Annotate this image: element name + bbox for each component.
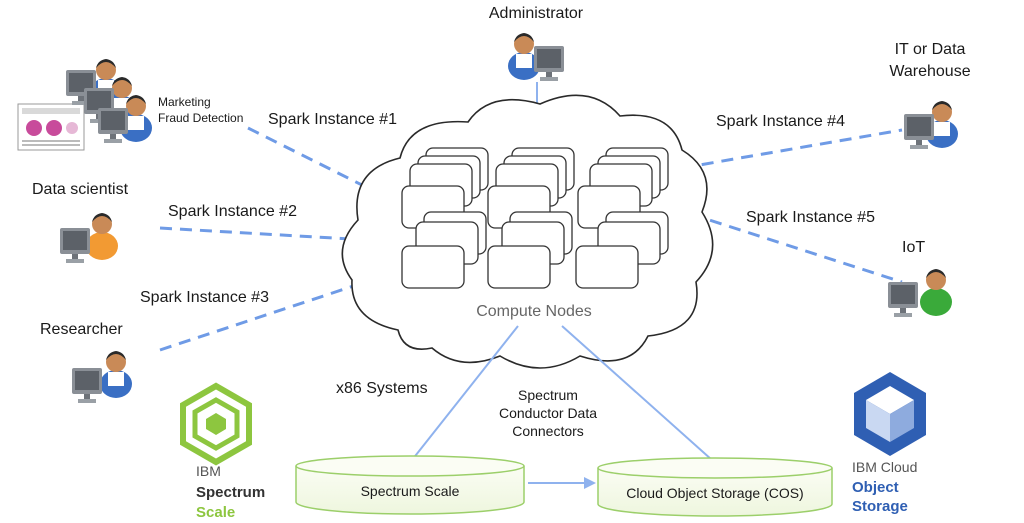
- it-warehouse-label-line1: IT or Data: [895, 41, 966, 58]
- cloud-object-storage-logo-icon: [854, 372, 926, 456]
- spark-links: [159, 126, 903, 352]
- cos-label: Cloud Object Storage (COS): [626, 485, 803, 501]
- ibm-cloud-text-1: IBM Cloud: [852, 459, 917, 475]
- marketing-label-line2: Fraud Detection: [158, 111, 243, 125]
- spectrum-scale-label: Spectrum Scale: [361, 483, 460, 499]
- marketing-label-line1: Marketing: [158, 95, 211, 109]
- compute-nodes: [401, 147, 669, 289]
- ibm-spectrum-text-1: IBM: [196, 463, 221, 479]
- spark-link-1: [247, 126, 413, 212]
- compute-node: [487, 245, 551, 289]
- x86-systems-label: x86 Systems: [336, 380, 428, 397]
- connectors-label-line3: Connectors: [512, 423, 584, 439]
- ibm-spectrum-text-2: Spectrum: [196, 484, 265, 501]
- spark-instance-4-label: Spark Instance #4: [716, 113, 845, 130]
- data-scientist-label: Data scientist: [32, 181, 129, 198]
- it-warehouse-label-line2: Warehouse: [889, 63, 970, 80]
- spark-instance-1-label: Spark Instance #1: [268, 111, 397, 128]
- ibm-spectrum-text-3: Scale: [196, 504, 235, 521]
- iot-user-icon: [888, 269, 952, 317]
- marketing-group-icon: [17, 59, 152, 151]
- spark-link-5: [671, 206, 903, 284]
- spark-instance-3-label: Spark Instance #3: [140, 289, 269, 306]
- researcher-label: Researcher: [40, 321, 123, 338]
- spectrum-scale-cylinder: [295, 455, 525, 515]
- link-to-spectrum-scale: [411, 325, 519, 461]
- spark-link-4: [681, 128, 903, 170]
- ibm-cloud-text-2: Object: [852, 479, 899, 496]
- spark-instance-2-label: Spark Instance #2: [168, 203, 297, 220]
- ibm-cloud-text-3: Storage: [852, 498, 908, 515]
- cos-cylinder: [597, 457, 833, 517]
- spectrum-scale-logo-icon: [180, 382, 252, 466]
- it-warehouse-user-icon: [904, 101, 958, 149]
- arrow-right-icon: [528, 477, 596, 489]
- compute-nodes-label: Compute Nodes: [476, 303, 592, 320]
- storage-links: [411, 325, 713, 461]
- spark-link-3: [159, 268, 403, 352]
- spark-instance-5-label: Spark Instance #5: [746, 209, 875, 226]
- report-sheet-icon: [17, 103, 85, 151]
- administrator-user-icon: [508, 33, 564, 81]
- connectors-label-line2: Conductor Data: [499, 405, 597, 421]
- data-scientist-user-icon: [60, 213, 118, 263]
- compute-node: [575, 245, 639, 289]
- administrator-label: Administrator: [489, 5, 584, 22]
- iot-label: IoT: [902, 239, 925, 256]
- link-to-cos: [561, 325, 713, 461]
- compute-node: [401, 245, 465, 289]
- researcher-user-icon: [72, 351, 132, 403]
- connectors-label-line1: Spectrum: [518, 387, 578, 403]
